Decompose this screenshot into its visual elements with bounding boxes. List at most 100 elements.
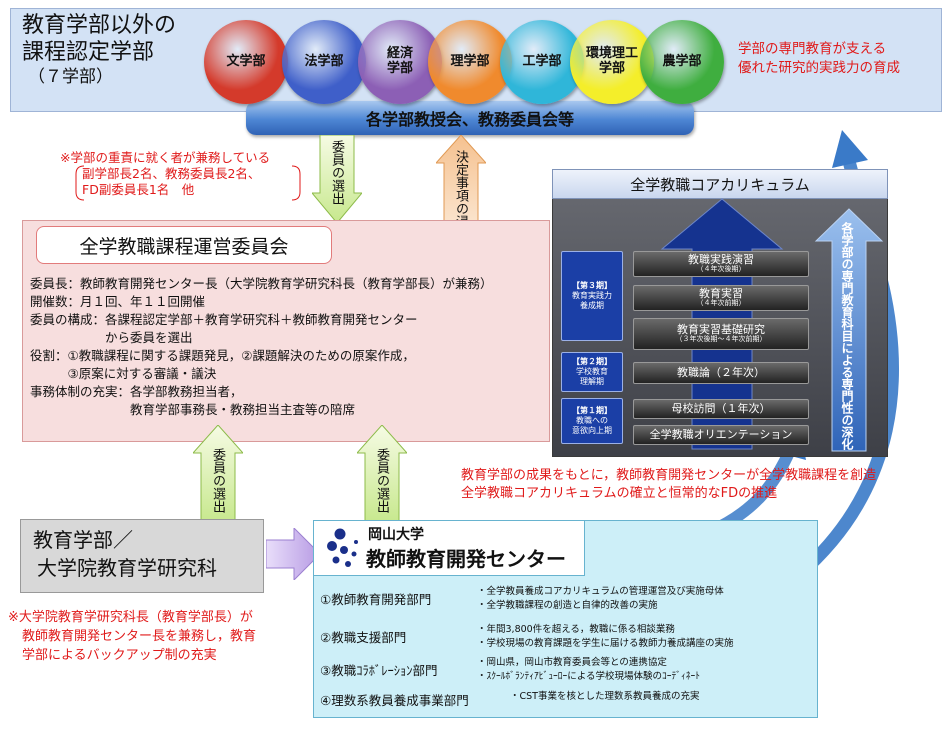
department-item: ・岡山県，岡山市教育委員会等との連携協定 [477,657,667,668]
creation-note-line1: 教育学部の成果をもとに，教師教育開発センターが全学教職課程を創造 [461,468,877,483]
phase-box: 【第１期】教職への 意欲向上期 [561,398,623,444]
edu-faculty-line2: 大学院教育学研究科 [37,556,217,580]
members-note-line3: FD副委員長1名 他 [82,182,195,197]
faculty-circle: 工学部 [500,20,584,104]
committee-line: 事務体制の充実：各学部教務担当者， [30,384,243,399]
course-bar: 教育実習（４年次前期） [633,285,809,311]
committee-line: 委員長：教師教育開発センター長（大学院教育学研究科長（教育学部長）が兼務） [30,276,493,291]
top-panel-title: 教育学部以外の 課程認定学部 （７学部） [22,12,176,88]
up-arrow-top-label: 決定事項の浸透 [452,150,468,241]
committee-line: 役割：①教職課程に関する課題発見，②課題解決のための原案作成， [30,348,415,363]
phase-desc: 教育実践力 養成期 [572,291,612,310]
committee-line: ③原案に対する審議・議決 [30,366,217,381]
phase-label: 【第２期】 [572,357,612,366]
top-title-line2: 課程認定学部 [22,40,155,65]
top-title-line1: 教育学部以外の [22,13,177,38]
committee-line: 開催数：月１回、年１１回開催 [30,294,206,309]
center-name: 教師教育開発センター [366,547,566,571]
department-desc: ・岡山県，岡山市教育委員会等との連携協定・ｽｸｰﾙﾎﾞﾗﾝﾃｨｱﾋﾞｭｰﾛｰによ… [477,656,700,684]
department-item: ・年間3,800件を超える，教職に係る相談業務 [477,624,675,635]
faculty-label: 環境理工 学部 [585,46,638,76]
phase-desc: 教職への 意欲向上期 [572,416,612,435]
members-note-line1: ※学部の重責に就く者が兼務している [60,150,271,165]
top-title-line3: （７学部） [28,67,113,87]
course-bar: 母校訪問（１年次） [633,399,809,419]
curriculum-title-bar: 全学教職コアカリキュラム [552,169,888,199]
council-bar: 各学部教授会、教務委員会等 [246,101,694,135]
top-right-note-line2: 優れた研究的実践力の育成 [738,60,900,76]
curve-arrow-outer-head [832,130,868,168]
down-arrow-label: 委員の選出 [328,140,344,205]
edu-note: ※大学院教育学研究科長（教育学部長）が 教師教育開発センター長を兼務し，教育 学… [8,608,256,665]
course-sub: （３年次後期～４年次前期） [675,335,767,344]
committee-line: 委員の構成：各課程認定学部＋教育学研究科＋教師教育開発センター [30,312,418,327]
course-sub: （４年次前期） [696,299,746,308]
course-title: 教育実習基礎研究 [677,323,765,337]
course-title: 全学教職オリエンテーション [649,427,793,441]
top-right-note-line1: 学部の専門教育が支える [738,41,887,57]
curriculum-title: 全学教職コアカリキュラム [630,175,810,194]
edu-faculty-line1: 教育学部／ [33,528,133,552]
phase-box: 【第３期】教育実践力 養成期 [561,251,623,341]
edu-note-line2: 教師教育開発センター長を兼務し，教育 [22,629,257,644]
committee-details: 委員長：教師教育開発センター長（大学院教育学研究科長（教育学部長）が兼務） 開催数… [30,275,493,419]
course-title: 母校訪問（１年次） [671,401,771,415]
up-arrow-right-label: 委員の選出 [373,448,389,513]
department-name: ③教職ｺﾗﾎﾞﾚｰｼｮﾝ部門 [320,663,438,678]
department-item: ・ｽｸｰﾙﾎﾞﾗﾝﾃｨｱﾋﾞｭｰﾛｰによる学校現場体験のｺｰﾃﾞｨﾈｰﾄ [477,670,700,682]
course-bar: 全学教職オリエンテーション [633,425,809,445]
course-title: 教職論（２年次） [677,365,765,379]
phase-label: 【第１期】 [572,406,612,415]
course-title: 教育実習 [699,287,743,301]
faculty-label: 理学部 [450,53,490,69]
council-bar-label: 各学部教授会、教務委員会等 [365,110,574,129]
up-arrow-left-label: 委員の選出 [209,448,225,513]
committee-line: から委員を選出 [30,330,193,345]
faculty-label: 文学部 [226,53,266,69]
faculty-circle: 法学部 [282,20,366,104]
edu-note-line3: 学部によるバックアップ制の充実 [22,648,217,663]
committee-line: 教育学部事務長・教務担当主査等の陪席 [30,402,356,417]
course-sub: （４年次後期） [696,265,746,274]
department-desc: ・CST事業を核とした理数系教員養成の充実 [510,690,699,704]
department-item: ・全学教職課程の創造と自律的改善の実施 [477,599,658,611]
phase-desc: 学校教育 理解期 [576,367,608,386]
members-note-brackets [75,165,301,201]
course-bar: 教職実践演習（４年次後期） [633,251,809,277]
department-name: ②教職支援部門 [320,630,407,645]
department-item: ・CST事業を核とした理数系教員養成の充実 [510,691,700,702]
committee-title-box: 全学教職課程運営委員会 [36,226,332,264]
department-item: ・全学教員養成コアカリキュラムの管理運営及び実施母体 [477,586,724,597]
faculty-label: 経済 学部 [386,46,413,76]
creation-note-line2: 全学教職コアカリキュラムの確立と恒常的なFDの推進 [461,486,778,501]
edu-note-line1: ※大学院教育学研究科長（教育学部長）が [8,610,253,625]
department-name: ①教師教育開発部門 [320,592,432,607]
faculty-circle: 文学部 [204,20,288,104]
faculty-circle: 農学部 [640,20,724,104]
creation-note: 教育学部の成果をもとに，教師教育開発センターが全学教職課程を創造 全学教職コアカ… [461,467,876,503]
university-logo-icon [327,528,358,567]
faculty-label: 農学部 [662,53,702,69]
course-bar: 教育実習基礎研究（３年次後期～４年次前期） [633,318,809,350]
phase-label: 【第３期】 [572,281,612,290]
faculty-label: 工学部 [522,53,562,69]
right-up-arrow [814,208,884,452]
course-bar: 教職論（２年次） [633,362,809,384]
course-title: 教職実践演習 [688,253,754,267]
down-arrow-committee-selection [312,135,362,224]
edu-faculty-box: 教育学部／ 大学院教育学研究科 [20,519,264,593]
top-right-note: 学部の専門教育が支える 優れた研究的実践力の育成 [738,40,900,78]
department-name: ④理数系教員養成事業部門 [320,693,469,708]
center-univ-name: 岡山大学 [368,527,424,543]
center-header [313,520,585,576]
department-item: ・学校現場の教育課題を学生に届ける教師力養成講座の実施 [477,637,734,649]
members-note: ※学部の重責に就く者が兼務している 副学部長2名、教務委員長2名、 FD副委員長… [60,150,270,198]
committee-title: 全学教職課程運営委員会 [79,235,289,258]
faculty-circle: 理学部 [428,20,512,104]
department-desc: ・年間3,800件を超える，教職に係る相談業務・学校現場の教育課題を学生に届ける… [477,623,734,651]
faculty-label: 法学部 [304,53,344,69]
right-arrow-to-center [266,528,321,580]
members-note-line2: 副学部長2名、教務委員長2名、 [82,166,261,181]
phase-box: 【第２期】学校教育 理解期 [561,352,623,392]
right-arrow-label: 各学部の専門教育科目による専門性の深化 [840,222,854,450]
